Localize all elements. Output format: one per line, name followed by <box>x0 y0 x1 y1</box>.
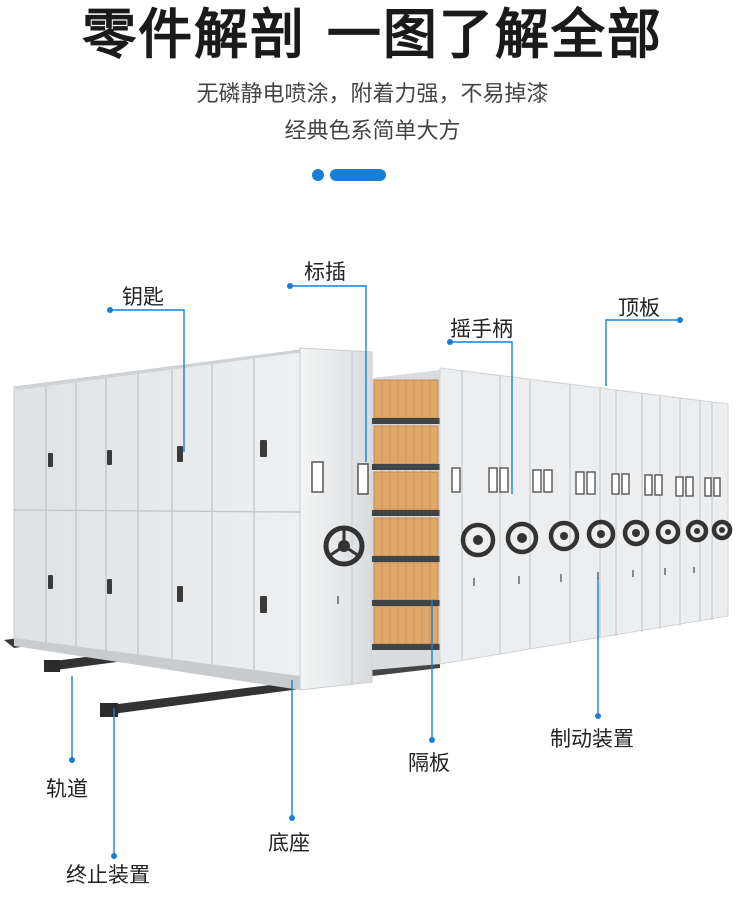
end-panel <box>299 347 373 691</box>
callout-base: 底座 <box>268 831 310 855</box>
callout-handle: 摇手柄 <box>450 317 513 341</box>
callout-top-panel: 顶板 <box>618 296 660 320</box>
subtitle-line-2: 经典色系简单大方 <box>284 119 461 144</box>
cabinet-row <box>439 367 733 665</box>
divider-bar <box>330 169 386 181</box>
handwheel-icon <box>323 525 365 567</box>
lock-icon-group <box>48 440 267 613</box>
callout-lines <box>71 285 680 856</box>
front-cabinet <box>13 349 304 690</box>
callout-brake: 制动装置 <box>550 727 634 751</box>
callout-stopper: 终止装置 <box>66 863 150 887</box>
page-title: 零件解剖 一图了解全部 <box>82 3 663 66</box>
callout-dots <box>69 283 683 859</box>
shelf-board-group <box>372 418 440 650</box>
callout-rail: 轨道 <box>46 777 88 801</box>
callout-label-slot: 标插 <box>304 260 346 284</box>
callout-shelf: 隔板 <box>408 751 450 775</box>
subtitle-line-1: 无磷静电喷涂，附着力强，不易掉漆 <box>196 82 549 107</box>
handwheel-icon-group <box>460 519 733 558</box>
open-shelf-section <box>372 370 440 670</box>
callout-key: 钥匙 <box>122 285 164 309</box>
divider-dot <box>312 169 324 181</box>
